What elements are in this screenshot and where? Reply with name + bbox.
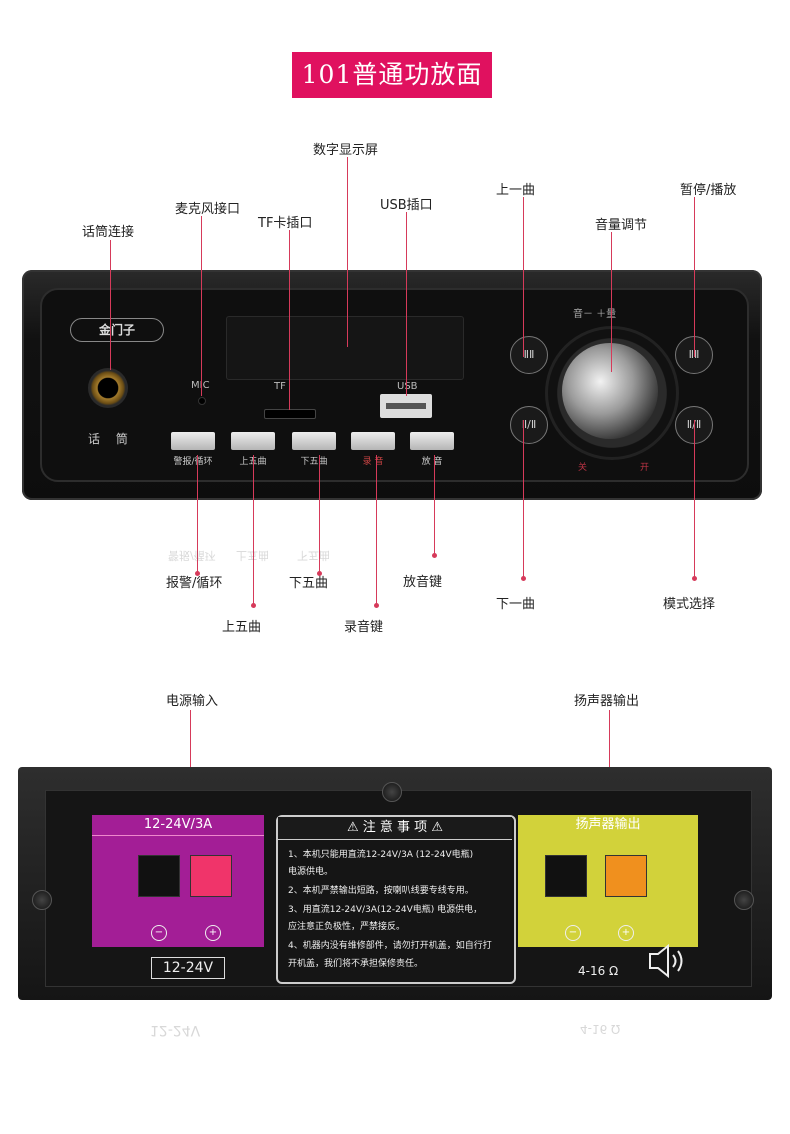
speaker-terminal-positive — [605, 855, 647, 897]
impedance-label: 4-16 Ω — [578, 964, 619, 978]
power-terminal-negative — [138, 855, 180, 897]
button-label-record: 录 音 — [362, 457, 384, 467]
notice-box — [276, 815, 516, 984]
notice-title: ⚠ 注 意 事 项 ⚠ — [278, 817, 512, 840]
page-title: 101普通功放面板 — [292, 52, 492, 135]
volume-knob — [562, 343, 658, 439]
reflection-down-five-label: 下五曲 — [297, 549, 330, 562]
callout-tf-port: TF卡插口 — [258, 216, 313, 231]
callout-mic-port: 麦克风接口 — [175, 202, 241, 217]
up-five-button — [231, 432, 275, 450]
callout-line — [197, 455, 198, 573]
callout-line — [611, 232, 612, 372]
screw-icon — [734, 890, 754, 910]
callout-alarm-loop: 报警/循环 — [166, 576, 223, 591]
screw-icon — [32, 890, 52, 910]
callout-speaker-out: 扬声器输出 — [574, 694, 640, 709]
callout-line — [376, 455, 377, 605]
record-button — [351, 432, 395, 450]
callout-usb-port: USB插口 — [380, 198, 433, 213]
speaker-output-title: 扬声器输出 — [575, 817, 641, 832]
callout-dot — [374, 603, 379, 608]
callout-line — [434, 455, 435, 555]
callout-dot — [317, 571, 322, 576]
callout-volume: 音量调节 — [595, 218, 648, 233]
callout-line — [347, 157, 348, 347]
power-voltage-label: 12-24V — [151, 957, 225, 979]
reflection-impedance-label: 4-16 Ω — [580, 1022, 621, 1036]
reflection-voltage-label: 12-24V — [150, 1022, 201, 1038]
callout-up-five: 上五曲 — [222, 620, 262, 635]
power-minus-label: − — [151, 925, 167, 941]
reflection-up-five-label: 上五曲 — [236, 549, 269, 562]
play-record-button — [410, 432, 454, 450]
button-label-alarm: 警报/循环 — [173, 457, 213, 467]
callout-line — [110, 240, 111, 370]
callout-line — [201, 216, 202, 396]
mic-jack-label: 话 筒 — [88, 432, 134, 446]
prev-track-button: ⅡⅡ — [510, 336, 548, 374]
speaker-icon — [649, 944, 683, 978]
usb-slot — [380, 394, 432, 418]
callout-line — [523, 197, 524, 357]
callout-down-five: 下五曲 — [289, 576, 329, 591]
mic-label: MIC — [191, 380, 210, 391]
callout-line — [253, 455, 254, 605]
notice-line: 1、本机只能用直流12-24V/3A (12-24V电瓶) — [288, 850, 474, 860]
callout-line — [319, 455, 320, 573]
callout-play-pause: 暂停/播放 — [680, 183, 737, 198]
callout-line — [694, 420, 695, 578]
callout-line — [694, 197, 695, 357]
speaker-terminal-negative — [545, 855, 587, 897]
callout-line — [406, 212, 407, 396]
callout-dot — [692, 576, 697, 581]
notice-line: 3、用直流12-24V/3A(12-24V电瓶) 电源供电， — [288, 905, 483, 915]
notice-line: 开机盖，我们将不承担保修责任。 — [288, 959, 424, 969]
callout-dot — [195, 571, 200, 576]
power-terminal-positive — [190, 855, 232, 897]
button-label-up-five: 上五曲 — [223, 454, 283, 467]
callout-prev-track: 上一曲 — [496, 183, 536, 198]
power-input-title: 12-24V/3A — [92, 815, 264, 836]
speaker-minus-label: − — [565, 925, 581, 941]
callout-dot — [432, 553, 437, 558]
mic-jack — [88, 368, 128, 408]
callout-power-in: 电源输入 — [166, 694, 219, 709]
screw-icon — [382, 782, 402, 802]
callout-line — [289, 230, 290, 410]
off-label: 关 — [578, 463, 588, 473]
tf-card-slot — [264, 409, 316, 419]
notice-line: 电源供电。 — [288, 867, 334, 877]
callout-line — [523, 420, 524, 578]
button-label-play: 放 音 — [421, 457, 443, 467]
volume-scale-label: 音－ ＋量 — [573, 309, 617, 320]
button-label-down-five: 下五曲 — [300, 457, 328, 467]
callout-mic-connect: 话筒连接 — [82, 225, 135, 240]
notice-line: 应注意正负极性，严禁接反。 — [288, 922, 406, 932]
brand-logo: 金门子 — [70, 318, 164, 342]
notice-line: 4、机器内没有维修部件，请勿打开机盖，如自行打 — [288, 941, 492, 951]
callout-dot — [521, 576, 526, 581]
callout-mode: 模式选择 — [663, 597, 716, 612]
mic-hole — [198, 397, 206, 405]
callout-play-record: 放音键 — [403, 575, 443, 590]
notice-line: 2、本机严禁输出短路，按喇叭线要专线专用。 — [288, 886, 474, 896]
usb-label: USB — [397, 381, 418, 392]
callout-record: 录音键 — [344, 620, 384, 635]
callout-display: 数字显示屏 — [313, 143, 379, 158]
tf-label: TF — [274, 381, 286, 392]
speaker-plus-label: + — [618, 925, 634, 941]
power-plus-label: + — [205, 925, 221, 941]
down-five-button — [292, 432, 336, 450]
next-track-button: Ⅱ/Ⅱ — [510, 406, 548, 444]
on-label: 开 — [640, 463, 650, 473]
callout-next-track: 下一曲 — [496, 597, 536, 612]
digital-display — [226, 316, 464, 380]
reflection-alarm-label: 警报/循环 — [168, 549, 216, 562]
alarm-loop-button — [171, 432, 215, 450]
callout-dot — [251, 603, 256, 608]
